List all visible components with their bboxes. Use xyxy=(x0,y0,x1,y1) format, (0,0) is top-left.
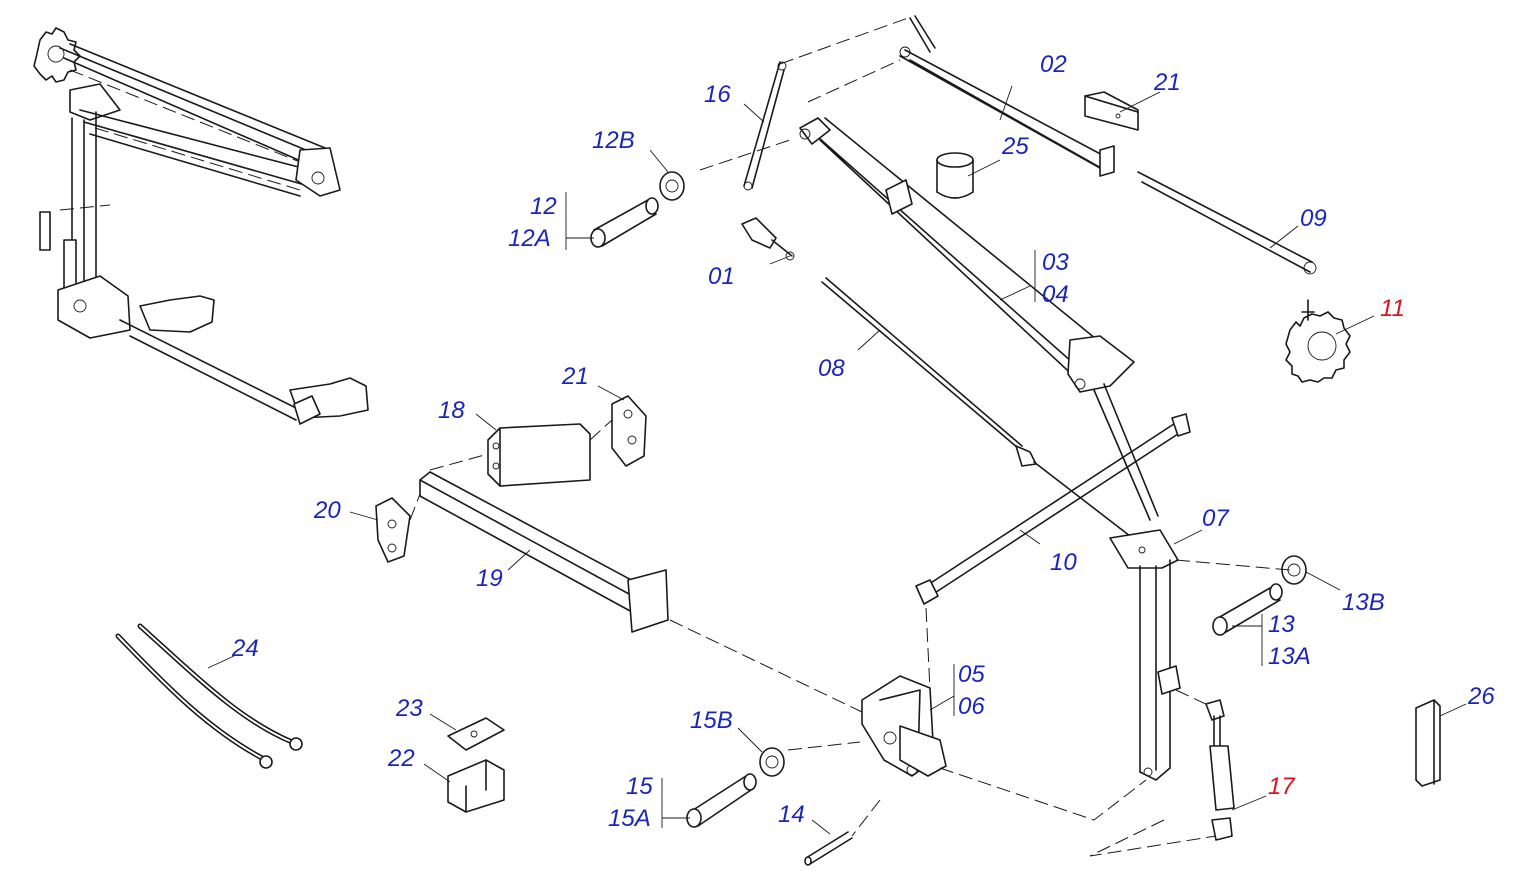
label-12A: 12A xyxy=(508,225,551,252)
label-17: 17 xyxy=(1268,773,1296,800)
label-09: 09 xyxy=(1300,205,1327,232)
label-03: 03 xyxy=(1042,249,1069,276)
label-15: 15 xyxy=(626,773,653,800)
part-09-rod xyxy=(1137,171,1317,275)
label-24: 24 xyxy=(231,635,259,662)
part-03-04-main-arm xyxy=(799,59,1135,393)
label-12B: 12B xyxy=(592,127,635,154)
label-18: 18 xyxy=(438,397,465,424)
part-20-side-plate xyxy=(375,497,411,563)
part-02-top-arm xyxy=(899,15,1115,177)
label-06: 06 xyxy=(958,693,985,720)
label-04: 04 xyxy=(1042,281,1069,308)
label-08: 08 xyxy=(818,355,845,382)
part-23-clamp-top xyxy=(447,717,505,751)
label-15A: 15A xyxy=(608,805,651,832)
part-24-hoses xyxy=(115,623,303,769)
label-05: 05 xyxy=(958,661,985,688)
label-12: 12 xyxy=(530,193,557,220)
part-22-clamp-base xyxy=(447,759,505,813)
part-10-lower-arm xyxy=(915,383,1191,605)
part-07-mast xyxy=(1109,529,1181,781)
part-18-plate xyxy=(487,423,591,487)
label-26: 26 xyxy=(1467,683,1495,710)
part-08-long-rod xyxy=(821,277,1131,537)
part-26-sleeve xyxy=(1415,699,1441,787)
label-13B: 13B xyxy=(1342,589,1385,616)
part-19-crossbeam xyxy=(419,471,669,633)
label-20: 20 xyxy=(313,497,341,524)
part-21-plate-bracket xyxy=(1084,91,1139,131)
part-12-pin xyxy=(590,197,659,248)
part-labels: 02 21 25 09 11 03 04 08 16 12B 12 12A 01… xyxy=(231,51,1495,832)
label-02: 02 xyxy=(1040,51,1067,78)
part-05-06-bracket xyxy=(861,675,947,777)
label-11: 11 xyxy=(1380,295,1405,322)
label-01: 01 xyxy=(708,263,735,290)
part-17-cylinder xyxy=(1205,699,1235,841)
label-13: 13 xyxy=(1268,611,1295,638)
part-01-clevis xyxy=(741,217,795,261)
label-14: 14 xyxy=(778,801,805,828)
label-21-top: 21 xyxy=(1153,69,1181,96)
part-16-link xyxy=(743,61,787,191)
part-15B-nut xyxy=(759,747,785,777)
label-16: 16 xyxy=(704,81,731,108)
label-10: 10 xyxy=(1050,549,1077,576)
label-07: 07 xyxy=(1202,505,1230,532)
assembly-dash-lines xyxy=(409,17,1291,857)
part-11-cutting-disc xyxy=(1285,299,1351,383)
part-15-pin xyxy=(686,773,757,828)
leader-lines xyxy=(207,85,1467,835)
part-12B-nut xyxy=(659,171,685,201)
part-13B-nut xyxy=(1281,555,1307,585)
label-22: 22 xyxy=(387,745,415,772)
assembly-overview xyxy=(33,27,369,425)
label-21-side: 21 xyxy=(561,363,589,390)
label-13A: 13A xyxy=(1268,643,1311,670)
label-25: 25 xyxy=(1001,133,1029,160)
label-23: 23 xyxy=(395,695,423,722)
part-14-pin xyxy=(804,831,853,866)
label-15B: 15B xyxy=(690,707,733,734)
part-13-pin xyxy=(1212,583,1283,636)
label-19: 19 xyxy=(476,565,503,592)
part-21-side-bracket xyxy=(611,395,647,467)
part-25-cap xyxy=(936,152,974,199)
